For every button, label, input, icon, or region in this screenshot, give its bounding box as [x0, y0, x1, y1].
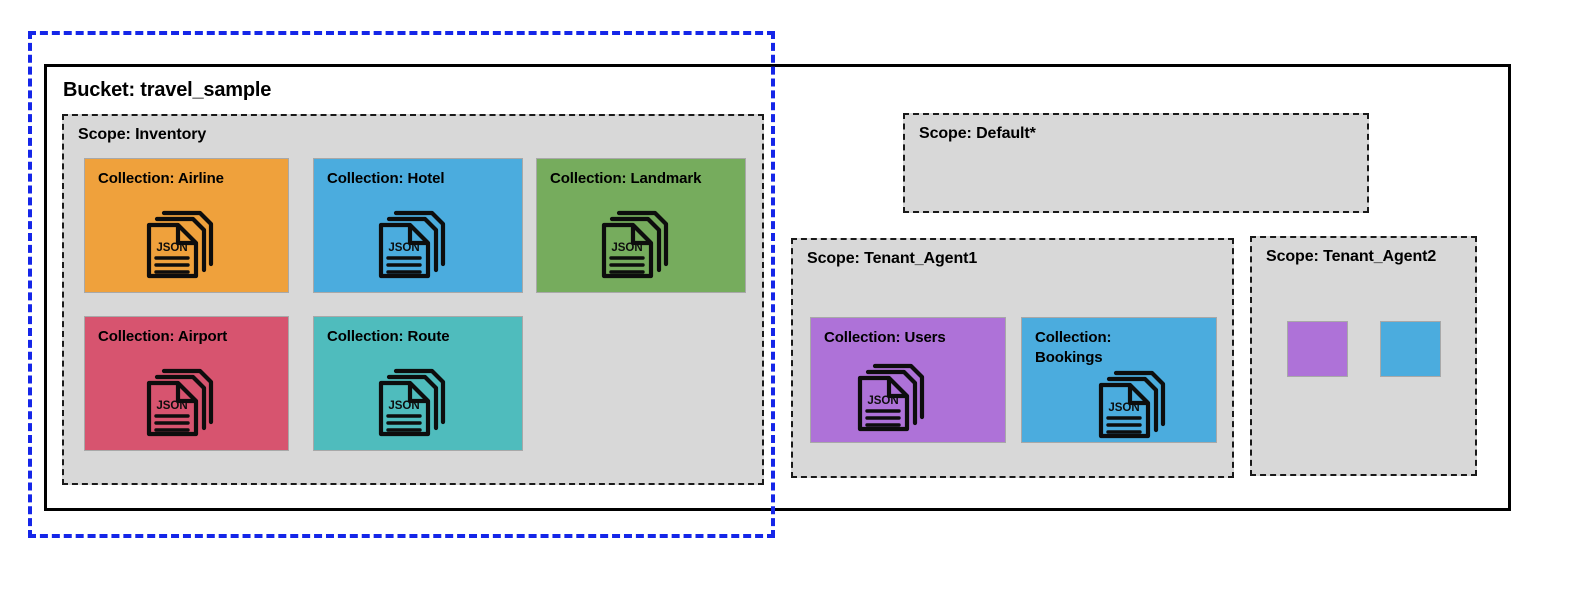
- json-documents-icon: JSON: [146, 210, 214, 279]
- json-documents-icon: JSON: [378, 368, 446, 437]
- scope-inventory[interactable]: Scope: Inventory Collection: Airline JSO…: [62, 114, 764, 485]
- collection-card-users[interactable]: Collection: Users JSON: [810, 317, 1006, 443]
- collection-card-landmark[interactable]: Collection: Landmark JSON: [536, 158, 746, 293]
- json-icon-text: JSON: [1108, 402, 1139, 414]
- collection-users-label: Collection: Users: [824, 329, 946, 346]
- collection-card-bookings[interactable]: Collection: Bookings JSON: [1021, 317, 1217, 443]
- collection-card-airline[interactable]: Collection: Airline JSON: [84, 158, 289, 293]
- collection-card-route[interactable]: Collection: Route JSON: [313, 316, 523, 451]
- json-icon-text: JSON: [867, 395, 898, 407]
- collection-card-hotel[interactable]: Collection: Hotel JSON: [313, 158, 523, 293]
- json-icon-text: JSON: [388, 400, 419, 412]
- collection-swatch-purple[interactable]: [1287, 321, 1348, 377]
- scope-tenant-agent2[interactable]: Scope: Tenant_Agent2: [1250, 236, 1477, 476]
- collection-hotel-label: Collection: Hotel: [327, 170, 445, 187]
- scope-inventory-label: Scope: Inventory: [78, 126, 207, 143]
- json-documents-icon: JSON: [601, 210, 669, 279]
- collection-swatch-blue[interactable]: [1380, 321, 1441, 377]
- json-documents-icon: JSON: [146, 368, 214, 437]
- json-documents-icon: JSON: [378, 210, 446, 279]
- json-icon-text: JSON: [388, 242, 419, 254]
- collection-landmark-label: Collection: Landmark: [550, 170, 702, 187]
- collection-route-label: Collection: Route: [327, 328, 450, 345]
- bucket-title: Bucket: travel_sample: [63, 79, 272, 101]
- json-documents-icon: JSON: [857, 363, 925, 432]
- scope-tenant-agent1-label: Scope: Tenant_Agent1: [807, 250, 978, 267]
- json-documents-icon: JSON: [1098, 370, 1166, 439]
- collection-card-airport[interactable]: Collection: Airport JSON: [84, 316, 289, 451]
- scope-tenant-agent2-label: Scope: Tenant_Agent2: [1266, 248, 1437, 265]
- json-icon-text: JSON: [156, 400, 187, 412]
- json-icon-text: JSON: [156, 242, 187, 254]
- scope-default-label: Scope: Default*: [919, 125, 1036, 142]
- collection-airline-label: Collection: Airline: [98, 170, 224, 187]
- json-icon-text: JSON: [611, 242, 642, 254]
- collection-bookings-label: Collection: Bookings: [1035, 329, 1112, 366]
- scope-default[interactable]: Scope: Default*: [903, 113, 1369, 213]
- scope-tenant-agent1[interactable]: Scope: Tenant_Agent1 Collection: Users J…: [791, 238, 1234, 478]
- collection-airport-label: Collection: Airport: [98, 328, 228, 345]
